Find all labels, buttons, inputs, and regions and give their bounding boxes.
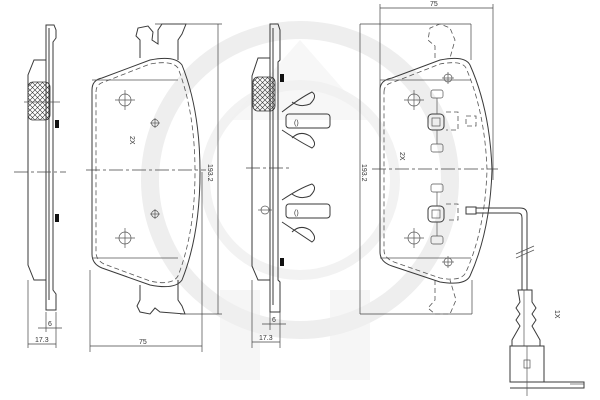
side-view-left [14, 24, 66, 348]
front-view-left [86, 23, 222, 352]
dim-75-right: 75 [430, 1, 438, 8]
qty-1x-sensor: 1X [553, 310, 560, 319]
dim-193-left: 193.2 [206, 164, 213, 182]
dim-17-3-right: 17.3 [259, 335, 273, 342]
dim-17-3-left: 17.3 [35, 337, 49, 344]
qty-2x-left: 2X [128, 136, 135, 145]
spring-clip-icon: () () [281, 91, 331, 243]
svg-text:(): () [294, 210, 299, 217]
watermark-logo [141, 21, 459, 380]
dim-6-left: 6 [48, 321, 52, 328]
dim-193-right: 193.2 [360, 164, 367, 182]
qty-2x-right: 2X [398, 152, 405, 161]
side-view-right: () () [246, 23, 331, 348]
front-view-right [359, 4, 498, 315]
svg-text:(): () [294, 120, 299, 127]
clip-assembly-icon [427, 89, 477, 245]
dim-75-left: 75 [139, 339, 147, 346]
wear-sensor [465, 206, 585, 396]
dim-6-right: 6 [272, 317, 276, 324]
locating-hole-icon [115, 90, 160, 248]
